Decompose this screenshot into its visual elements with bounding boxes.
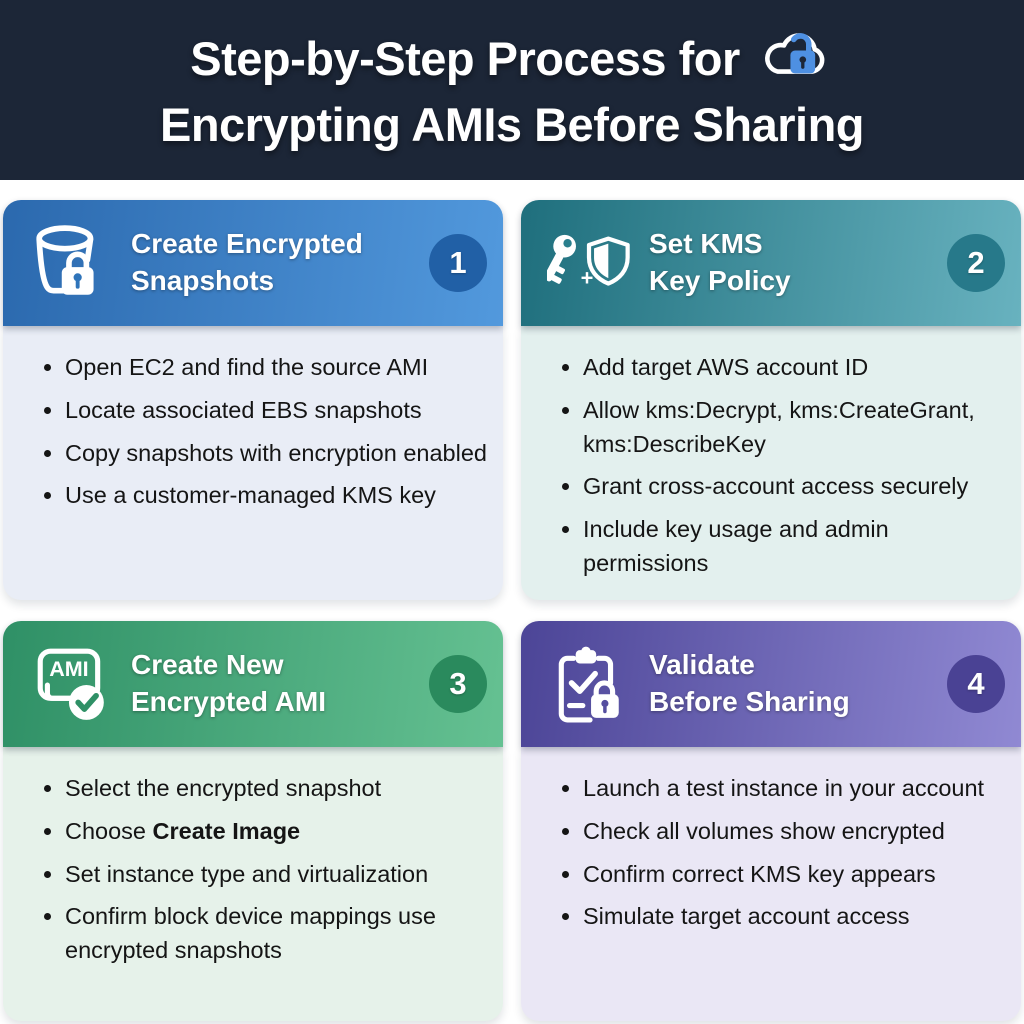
- ami-check-icon: AMI: [29, 644, 113, 724]
- bullet-item: Confirm correct KMS key appears: [583, 858, 1007, 892]
- bullet-item: Grant cross-account access securely: [583, 470, 1007, 504]
- bullet-item: Choose Create Image: [65, 815, 489, 849]
- page-title-line2: Encrypting AMIs Before Sharing: [159, 97, 865, 151]
- card-body: Select the encrypted snapshotChoose Crea…: [3, 746, 503, 1021]
- bullet-item: Set instance type and virtualization: [65, 858, 489, 892]
- cards-grid: Create Encrypted Snapshots 1 Open EC2 an…: [0, 180, 1024, 1024]
- bullet-item: Locate associated EBS snapshots: [65, 394, 489, 428]
- card-body: Open EC2 and find the source AMI Locate a…: [3, 326, 503, 600]
- bullet-item: Allow kms:Decrypt, kms:CreateGrant, kms:…: [583, 394, 1007, 462]
- bullet-item: Add target AWS account ID: [583, 351, 1007, 385]
- card-step-4: Validate Before Sharing 4 Launch a test …: [521, 620, 1021, 1021]
- bullet-item: Open EC2 and find the source AMI: [65, 351, 489, 385]
- bullet-item: Check all volumes show encrypted: [583, 815, 1007, 849]
- card-body: Add target AWS account ID Allow kms:Decry…: [521, 326, 1021, 600]
- kms-key-policy-icon: +: [547, 224, 631, 302]
- card-header: + Set KMS Key Policy 2: [521, 200, 1021, 326]
- bullet-item: Use a customer-managed KMS key: [65, 479, 489, 513]
- svg-text:AMI: AMI: [49, 657, 88, 681]
- page-title-line1: Step-by-Step Process for: [190, 31, 740, 85]
- card-step-2: + Set KMS Key Policy 2 Add target AWS ac…: [521, 200, 1021, 600]
- card-title: Create Encrypted Snapshots: [131, 228, 363, 296]
- bullet-item: Confirm block device mappings use encryp…: [65, 900, 489, 968]
- bullet-item: Include key usage and admin permissions: [583, 513, 1007, 581]
- bullet-item: Copy snapshots with encryption enabled: [65, 437, 489, 471]
- bullet-list: Select the encrypted snapshotChoose Crea…: [3, 747, 503, 987]
- step-number-badge: 4: [947, 654, 1005, 713]
- step-number-badge: 2: [947, 234, 1005, 292]
- card-body: Launch a test instance in your accountCh…: [521, 746, 1021, 1021]
- card-title: Set KMS Key Policy: [649, 228, 791, 296]
- card-step-1: Create Encrypted Snapshots 1 Open EC2 an…: [3, 200, 503, 600]
- card-step-3: AMI Create New Encrypted AMI 3 Select th…: [3, 620, 503, 1021]
- bullet-item: Launch a test instance in your account: [583, 772, 1007, 806]
- page-title: Step-by-Step Process for Encrypting AMIs…: [159, 23, 865, 158]
- step-number-badge: 3: [429, 654, 487, 713]
- bullet-list: Launch a test instance in your accountCh…: [521, 747, 1021, 953]
- bullet-item: Select the encrypted snapshot: [65, 772, 489, 806]
- step-number-badge: 1: [429, 234, 487, 292]
- bullet-list: Add target AWS account ID Allow kms:Decry…: [521, 326, 1021, 600]
- svg-text:+: +: [581, 266, 594, 291]
- card-header: AMI Create New Encrypted AMI 3: [3, 620, 503, 747]
- card-header: Validate Before Sharing 4: [521, 620, 1021, 747]
- card-title: Create New Encrypted AMI: [131, 649, 326, 717]
- cloud-lock-icon: [756, 23, 834, 89]
- encrypted-snapshot-icon: [29, 223, 113, 303]
- bullet-list: Open EC2 and find the source AMI Locate a…: [3, 326, 503, 532]
- header: Step-by-Step Process for Encrypting AMIs…: [0, 0, 1024, 180]
- validate-clipboard-lock-icon: [547, 644, 631, 724]
- card-title: Validate Before Sharing: [649, 649, 850, 717]
- card-header: Create Encrypted Snapshots 1: [3, 200, 503, 326]
- bullet-item: Simulate target account access: [583, 900, 1007, 934]
